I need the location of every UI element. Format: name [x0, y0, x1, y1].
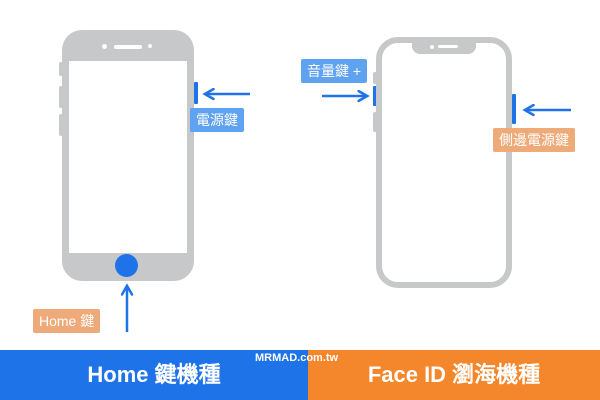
earpiece-speaker [114, 45, 142, 49]
silent-switch-right-phone [373, 72, 377, 84]
power-button-label: 電源鍵 [190, 108, 244, 132]
volume-down-button-right-phone [373, 112, 377, 132]
volume-up-button-highlight [373, 86, 377, 106]
watermark: MRMAD.com.tw [255, 352, 339, 364]
proximity-sensor [148, 44, 152, 48]
faceid-phone [376, 37, 512, 288]
power-button-highlight [194, 82, 198, 104]
earpiece-speaker [438, 45, 458, 48]
side-button-label: 側邊電源鍵 [493, 128, 575, 152]
front-camera-icon [430, 45, 434, 49]
volume-up-button-left [59, 86, 63, 108]
volume-down-button-left [59, 114, 63, 136]
front-camera-icon [102, 44, 107, 49]
home-button-label: Home 鍵 [33, 309, 101, 333]
home-models-banner: Home 鍵機種 [0, 350, 308, 400]
side-button-highlight [512, 94, 516, 124]
home-button-phone [62, 30, 194, 281]
faceid-models-banner: Face ID 瀏海機種 [308, 350, 600, 400]
volume-button-label: 音量鍵 + [301, 59, 368, 83]
notch [412, 42, 476, 54]
silent-switch [59, 62, 63, 76]
home-button-icon [115, 254, 138, 277]
phone-screen [69, 61, 187, 253]
